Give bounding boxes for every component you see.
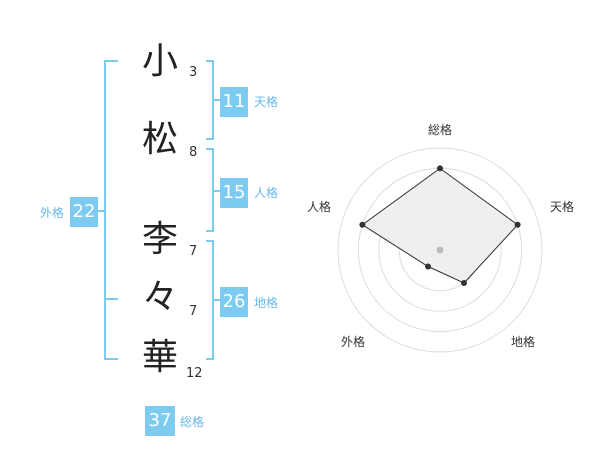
- tenkaku-badge: 11: [220, 87, 248, 117]
- tenkaku-label: 天格: [254, 95, 279, 109]
- radar-label-tenkaku: 天格: [550, 200, 575, 214]
- stroke-count-5: 12: [186, 366, 203, 381]
- name-char-4: 々: [141, 277, 178, 318]
- radar-label-soukaku: 総格: [428, 123, 453, 137]
- name-char-3: 李: [141, 219, 178, 260]
- radar-point-4: [425, 263, 432, 270]
- radar-polygon: [361, 167, 519, 284]
- stroke-count-4: 7: [189, 304, 198, 319]
- soukaku-label: 総格: [180, 415, 205, 429]
- chikaku-label: 地格: [254, 296, 279, 310]
- stroke-count-2: 8: [189, 145, 198, 160]
- name-char-1: 小: [141, 41, 178, 82]
- jinkaku-label: 人格: [254, 186, 279, 200]
- radar-point-5: [359, 221, 366, 228]
- radar-point-2: [514, 221, 521, 228]
- radar-point-1: [437, 165, 443, 172]
- gaikaku-badge: 22: [70, 197, 98, 227]
- radar-label-gaikaku: 外格: [341, 335, 366, 349]
- radar-ring: [337, 147, 543, 353]
- stroke-count-3: 7: [189, 244, 198, 259]
- name-char-5: 華: [141, 337, 178, 378]
- radar-center-dot: [436, 246, 444, 254]
- soukaku-badge: 37: [145, 406, 175, 436]
- name-char-2: 松: [141, 119, 178, 160]
- radar-label-chikaku: 地格: [511, 335, 536, 349]
- jinkaku-badge: 15: [220, 178, 248, 208]
- stroke-count-1: 3: [189, 65, 198, 80]
- chikaku-badge: 26: [220, 287, 248, 317]
- radar-point-3: [460, 280, 467, 287]
- radar-label-jinkaku: 人格: [307, 200, 332, 214]
- gaikaku-label: 外格: [40, 206, 65, 220]
